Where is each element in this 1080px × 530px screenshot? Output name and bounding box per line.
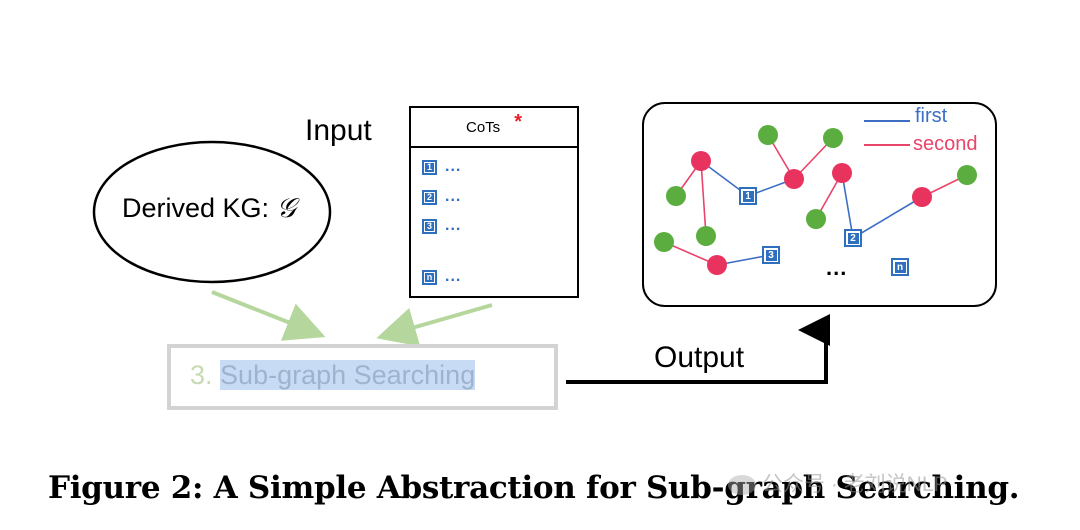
cots-to-step-arrow xyxy=(376,303,493,347)
wechat-icon xyxy=(728,475,756,496)
input-label: Input xyxy=(305,114,372,147)
kg-label-text: Derived KG: xyxy=(122,193,270,223)
step-label: 3. Sub-graph Searching xyxy=(190,360,476,391)
cot-text: ... xyxy=(445,188,462,205)
output-label: Output xyxy=(654,341,745,374)
cot-item: 1 ... xyxy=(422,158,461,176)
graph-panel xyxy=(642,102,997,307)
cot-number-icon: n xyxy=(422,269,437,285)
step-text: Sub-graph Searching xyxy=(220,360,476,390)
cot-item: n ... xyxy=(422,268,461,286)
cots-table xyxy=(409,106,579,298)
legend-second: second xyxy=(913,133,978,155)
red-nodes xyxy=(691,151,932,275)
step-number: 3. xyxy=(190,360,213,390)
cot-item: 2 ... xyxy=(422,188,461,206)
cot-text: ... xyxy=(445,158,462,175)
cot-text: ... xyxy=(445,268,462,285)
graph-tag-2: 2 xyxy=(844,229,862,247)
graph-ellipsis: ... xyxy=(826,255,848,280)
cots-header: CoTs * xyxy=(410,107,578,147)
green-nodes xyxy=(654,125,977,252)
cots-star: * xyxy=(514,110,522,133)
cot-number-icon: 2 xyxy=(422,189,437,205)
cot-number-icon: 3 xyxy=(422,218,437,234)
kg-label: Derived KG: 𝒢 xyxy=(122,193,296,225)
output-arrow xyxy=(566,314,830,384)
watermark: 公众号 · 老刘说NLP xyxy=(728,468,948,498)
cot-number-icon: 1 xyxy=(422,159,437,175)
cot-text: ... xyxy=(445,217,462,234)
kg-to-step-arrow xyxy=(211,290,326,341)
cot-item: 3 ... xyxy=(422,217,461,235)
cots-header-text: CoTs xyxy=(466,118,501,136)
figure-caption: Figure 2: A Simple Abstraction for Sub-g… xyxy=(48,470,1020,506)
legend-first: first xyxy=(915,105,948,127)
kg-ellipse xyxy=(92,140,332,284)
watermark-text: 公众号 · 老刘说NLP xyxy=(762,473,948,496)
graph-tag-3: 3 xyxy=(762,246,780,264)
graph-tag-1: 1 xyxy=(739,187,757,205)
graph-tag-n: n xyxy=(891,258,909,276)
kg-symbol: 𝒢 xyxy=(276,193,296,224)
